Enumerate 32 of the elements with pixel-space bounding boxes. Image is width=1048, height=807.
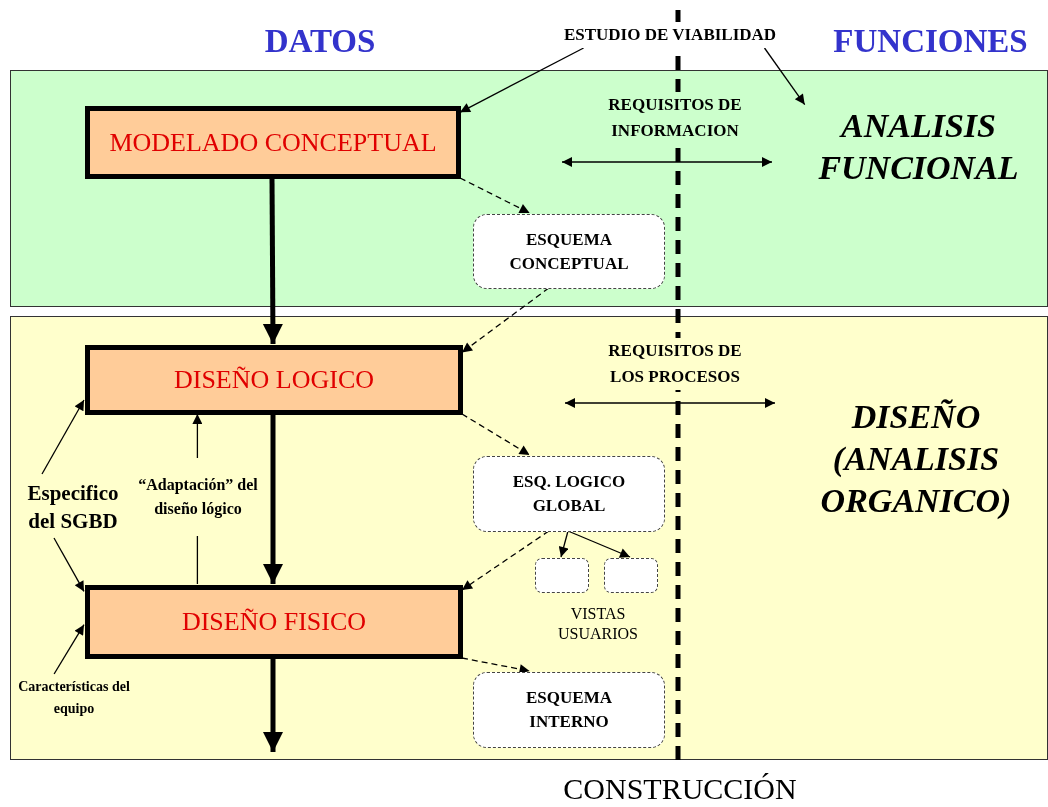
arrow: [53, 624, 85, 675]
schema-box: ESQUEMA CONCEPTUAL: [473, 214, 665, 289]
arrow: [567, 530, 631, 558]
view-box: [604, 558, 658, 593]
process-box: DISEÑO FISICO: [85, 585, 463, 659]
arrow: [41, 399, 85, 475]
phase-label: CONSTRUCCIÓN: [562, 772, 798, 806]
schema-box: ESQUEMA INTERNO: [473, 672, 665, 748]
arrow: [461, 413, 531, 456]
arrow: [763, 47, 806, 106]
arrow: [262, 178, 283, 344]
arrow: [263, 414, 283, 584]
column-heading: DATOS: [263, 21, 377, 61]
phase-band: [10, 316, 1048, 760]
arrow: [461, 287, 550, 354]
process-box: MODELADO CONCEPTUAL: [85, 106, 461, 179]
view-box: [535, 558, 589, 593]
arrow: [558, 530, 569, 558]
views-label: VISTAS USUARIOS: [557, 604, 639, 644]
arrow: [461, 657, 531, 674]
arrow: [459, 47, 585, 113]
arrow: [53, 537, 85, 593]
node-label: Características del equipo: [11, 675, 137, 721]
column-heading: FUNCIONES: [832, 21, 1029, 61]
arrow: [459, 177, 531, 214]
phase-title: DISEÑO (ANALISIS ORGANICO): [801, 393, 1031, 525]
arrow: [461, 530, 550, 591]
process-box: DISEÑO LOGICO: [85, 345, 463, 415]
schema-box: ESQ. LOGICO GLOBAL: [473, 456, 665, 532]
arrow: [263, 658, 283, 752]
phase-band: [10, 70, 1048, 307]
phase-title: ANALISIS FUNCIONAL: [801, 101, 1036, 193]
